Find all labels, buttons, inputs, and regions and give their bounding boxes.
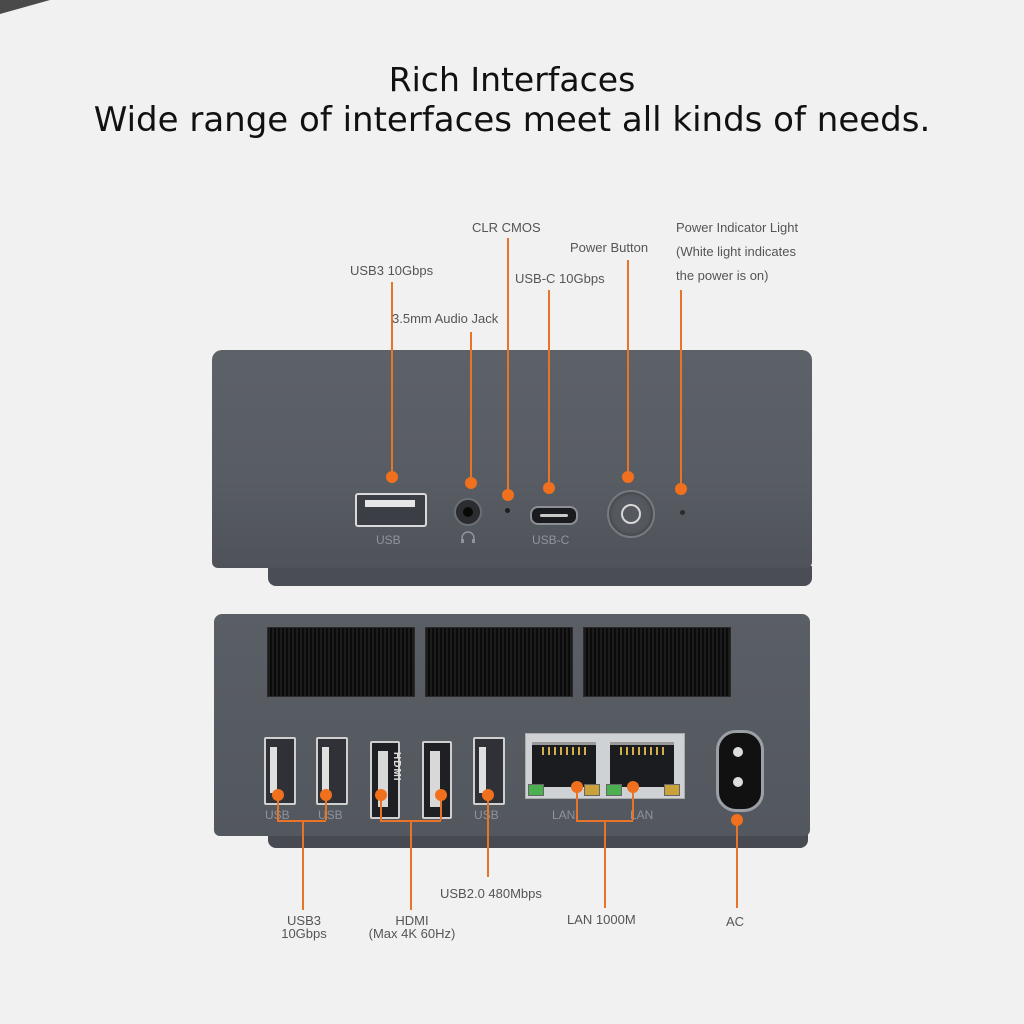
lan-port-2 (610, 742, 674, 787)
callout-dot-hdmi-1 (375, 789, 387, 801)
bracket-hdmi-left (380, 795, 382, 820)
callout-line-usbc (548, 290, 550, 488)
bracket-usb3-right (325, 795, 327, 820)
page-subtitle: Wide range of interfaces meet all kinds … (93, 100, 931, 140)
callout-dot-usb3 (386, 471, 398, 483)
lan-led (584, 784, 600, 796)
power-button (607, 490, 655, 538)
callout-hdmi: HDMI (Max 4K 60Hz) (368, 913, 456, 941)
callout-usb2: USB2.0 480Mbps (440, 886, 542, 901)
callout-dot-power-light (675, 483, 687, 495)
bracket-lan-right (632, 787, 634, 820)
back-usb-label-3: USB (474, 808, 499, 822)
callout-usbc: USB-C 10Gbps (515, 271, 605, 286)
lan-label-2: LAN (630, 808, 654, 822)
lan-port-1 (532, 742, 596, 787)
callout-line-lan (604, 820, 606, 908)
callout-dot-power-button (622, 471, 634, 483)
callout-power-button: Power Button (570, 240, 649, 255)
back-usb3-port-2 (316, 737, 348, 805)
back-usb2-port (473, 737, 505, 805)
bracket-usb3 (277, 820, 326, 822)
callout-dot-usbc (543, 482, 555, 494)
lan-led (664, 784, 680, 796)
callout-line-power-button (627, 260, 629, 476)
callout-line-power-light (680, 290, 682, 488)
front-usb-label: USB (376, 533, 401, 547)
callout-line-audio (470, 332, 472, 482)
callout-dot-audio (465, 477, 477, 489)
back-device-base (268, 832, 808, 848)
ac-power-inlet (716, 730, 764, 812)
callout-dot-usb2 (482, 789, 494, 801)
callout-line-hdmi (410, 820, 412, 910)
callout-ac: AC (726, 914, 745, 929)
callout-clr-cmos: CLR CMOS (472, 220, 541, 235)
hdmi-port-2 (422, 741, 452, 819)
callout-audio: 3.5mm Audio Jack (392, 311, 499, 326)
callout-dot-hdmi-2 (435, 789, 447, 801)
callout-usb3-back: USB3 10Gbps (281, 913, 327, 941)
power-indicator-light (680, 510, 685, 515)
front-device-base (268, 566, 812, 586)
page-title: Rich Interfaces (388, 60, 636, 99)
vent-center (425, 627, 573, 697)
callout-dot-usb3-1 (272, 789, 284, 801)
callout-dot-usb3-2 (320, 789, 332, 801)
callout-power-light: Power Indicator Light (White light indic… (676, 220, 799, 283)
bracket-usb3-left (277, 795, 279, 820)
callout-line-usb3-back (302, 820, 304, 910)
callout-line-usb2 (487, 795, 489, 877)
front-usb-port (355, 493, 427, 527)
callout-dot-clr-cmos (502, 489, 514, 501)
vent-right (583, 627, 731, 697)
hdmi-logo: HDMI (391, 752, 402, 782)
front-usbc-port (530, 506, 578, 525)
corner-decoration (0, 0, 50, 14)
bracket-lan-left (576, 787, 578, 820)
callout-line-clr-cmos (507, 238, 509, 494)
callout-usb3-front: USB3 10Gbps (350, 263, 434, 278)
callout-dot-ac (731, 814, 743, 826)
clr-cmos-hole (505, 508, 510, 513)
front-device-body (212, 350, 812, 568)
headphone-icon (461, 531, 475, 543)
bracket-hdmi-right (440, 795, 442, 820)
back-usb-label-2: USB (318, 808, 343, 822)
vent-left (267, 627, 415, 697)
front-usbc-label: USB-C (532, 533, 570, 547)
callout-dot-lan-2 (627, 781, 639, 793)
lan-led (606, 784, 622, 796)
callout-lan: LAN 1000M (567, 912, 636, 927)
lan-label-1: LAN (552, 808, 576, 822)
hdmi-port-1 (370, 741, 400, 819)
callout-line-usb3 (391, 282, 393, 476)
lan-led (528, 784, 544, 796)
callout-line-ac (736, 820, 738, 908)
audio-jack (454, 498, 482, 526)
callout-dot-lan-1 (571, 781, 583, 793)
